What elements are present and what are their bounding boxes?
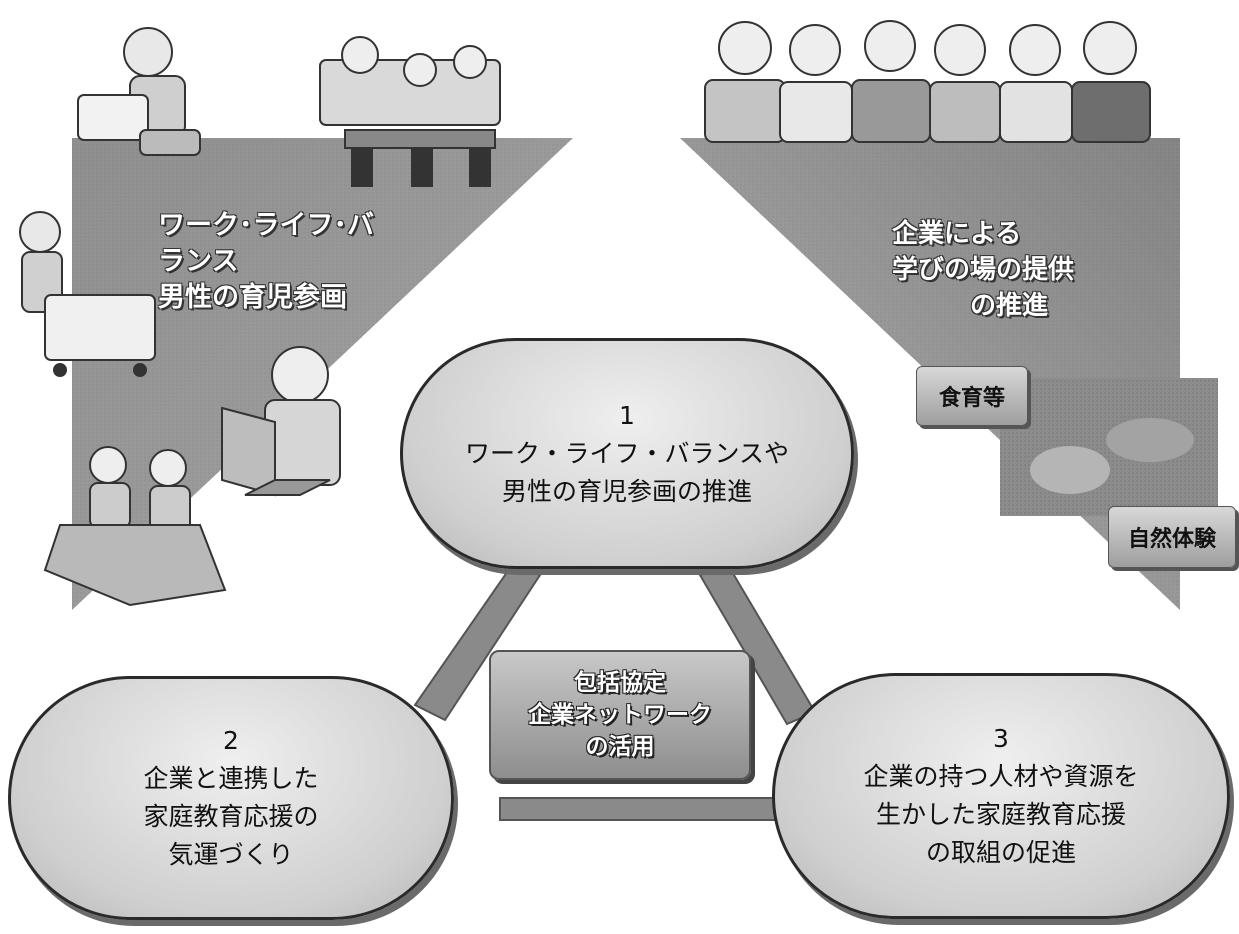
pill-3-line3: の取組の促進: [925, 838, 1076, 867]
center-box: 包括協定 企業ネットワーク の活用: [489, 650, 751, 780]
connector-left: [413, 563, 542, 722]
pill-2-line1: 企業と連携した: [143, 764, 319, 793]
pill-3-number: 3: [993, 724, 1009, 753]
pill-3: 3 企業の持つ人材や資源を 生かした家庭教育応援 の取組の促進: [772, 673, 1230, 919]
pill-2-number: 2: [223, 726, 239, 755]
pill-1: 1 ワーク・ライフ・バランスや 男性の育児参画の推進: [400, 338, 854, 569]
connector-bottom: [499, 797, 781, 821]
tag-nature-experience: 自然体験: [1108, 506, 1236, 568]
right-panel-title: 企業による 学びの場の提供 の推進: [892, 219, 1075, 321]
center-line3: の活用: [585, 734, 655, 760]
pill-3-line2: 生かした家庭教育応援: [875, 800, 1126, 829]
illustration-workers: [704, 20, 1151, 143]
pill-2-line2: 家庭教育応援の: [143, 802, 319, 831]
illustration-laptop-woman: [221, 346, 341, 497]
pill-1-line1: ワーク・ライフ・バランスや: [464, 438, 789, 468]
left-panel-title: ワーク･ライフ･バ ランス 男性の育児参画: [158, 210, 374, 313]
nature-photo: [1000, 378, 1218, 516]
center-line1: 包括協定: [574, 670, 666, 696]
tag-food-education: 食育等: [916, 366, 1028, 426]
pill-3-line1: 企業の持つ人材や資源を: [863, 762, 1139, 791]
pill-1-number: 1: [619, 400, 635, 430]
illustration-kids-craft: [43, 446, 227, 607]
pill-2: 2 企業と連携した 家庭教育応援の 気運づくり: [8, 676, 454, 920]
pill-1-line2: 男性の育児参画の推進: [501, 476, 752, 506]
illustration-family-market: [319, 36, 501, 187]
pill-2-line3: 気運づくり: [168, 840, 294, 869]
illustration-mother-laundry: [19, 211, 156, 377]
illustration-father: [77, 27, 201, 156]
center-line2: 企業ネットワーク: [528, 702, 712, 728]
